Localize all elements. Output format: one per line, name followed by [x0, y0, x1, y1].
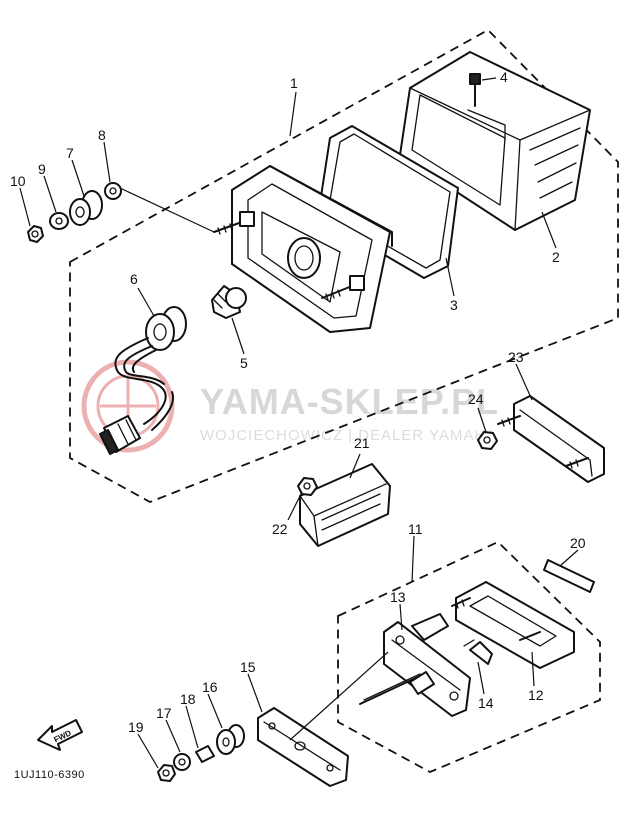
drawing-code: 1UJ110-6390: [14, 769, 85, 781]
fastener-stack: [157, 724, 245, 782]
fwd-arrow-icon: FWD: [37, 719, 83, 751]
part-number-11: 11: [408, 521, 423, 537]
part-number-16: 16: [202, 679, 218, 695]
license-light-lens: [451, 581, 575, 669]
part-number-12: 12: [528, 687, 544, 703]
part-number-13: 13: [390, 589, 406, 605]
part-number-10: 10: [10, 173, 26, 189]
leader-lines: [19, 77, 579, 769]
part-number-7: 7: [66, 145, 74, 161]
watermark-tagline: WOJCIECHOWICZ | DEALER YAMAHA: [200, 427, 497, 444]
part-number-15: 15: [240, 659, 256, 675]
part-number-23: 23: [508, 349, 524, 365]
license-bulb: [463, 639, 493, 665]
part-number-24: 24: [468, 391, 484, 407]
side-reflector: [299, 463, 391, 547]
watermark-brand: YAMA-SKLEP.PL: [200, 381, 499, 422]
part-number-19: 19: [128, 719, 144, 735]
part-number-17: 17: [156, 705, 172, 721]
part-number-22: 22: [272, 521, 288, 537]
part-number-14: 14: [478, 695, 494, 711]
socket-cord: [99, 306, 187, 455]
part-number-4: 4: [500, 69, 508, 85]
rear-reflector: [497, 395, 605, 483]
part-number-20: 20: [570, 535, 586, 551]
part-number-5: 5: [240, 355, 248, 371]
bulb: [211, 285, 247, 319]
rear-reflector-nut: [477, 431, 498, 450]
housing: [213, 165, 393, 333]
label-plate: [543, 559, 595, 593]
reflector-nut: [297, 477, 318, 496]
part-number-6: 6: [130, 271, 138, 287]
lens-screw: [469, 73, 481, 107]
assembly-box-license-light: [337, 540, 601, 773]
watermark: YAMA-SKLEP.PL WOJCIECHOWICZ | DEALER YAM…: [81, 359, 499, 453]
part-number-21: 21: [354, 435, 370, 451]
part-number-labels: 1 2 3 4 5 6 7 8 9 10 11 12 13 14 15 16 1…: [10, 69, 586, 735]
part-number-3: 3: [450, 297, 458, 313]
part-number-8: 8: [98, 127, 106, 143]
part-number-1: 1: [290, 75, 298, 91]
license-light-bracket: [359, 613, 471, 717]
base-plate: [257, 651, 389, 787]
grommet-parts: [27, 182, 215, 243]
part-number-2: 2: [552, 249, 560, 265]
part-number-18: 18: [180, 691, 196, 707]
part-number-9: 9: [38, 161, 46, 177]
assembly-box-taillight: [69, 28, 619, 503]
